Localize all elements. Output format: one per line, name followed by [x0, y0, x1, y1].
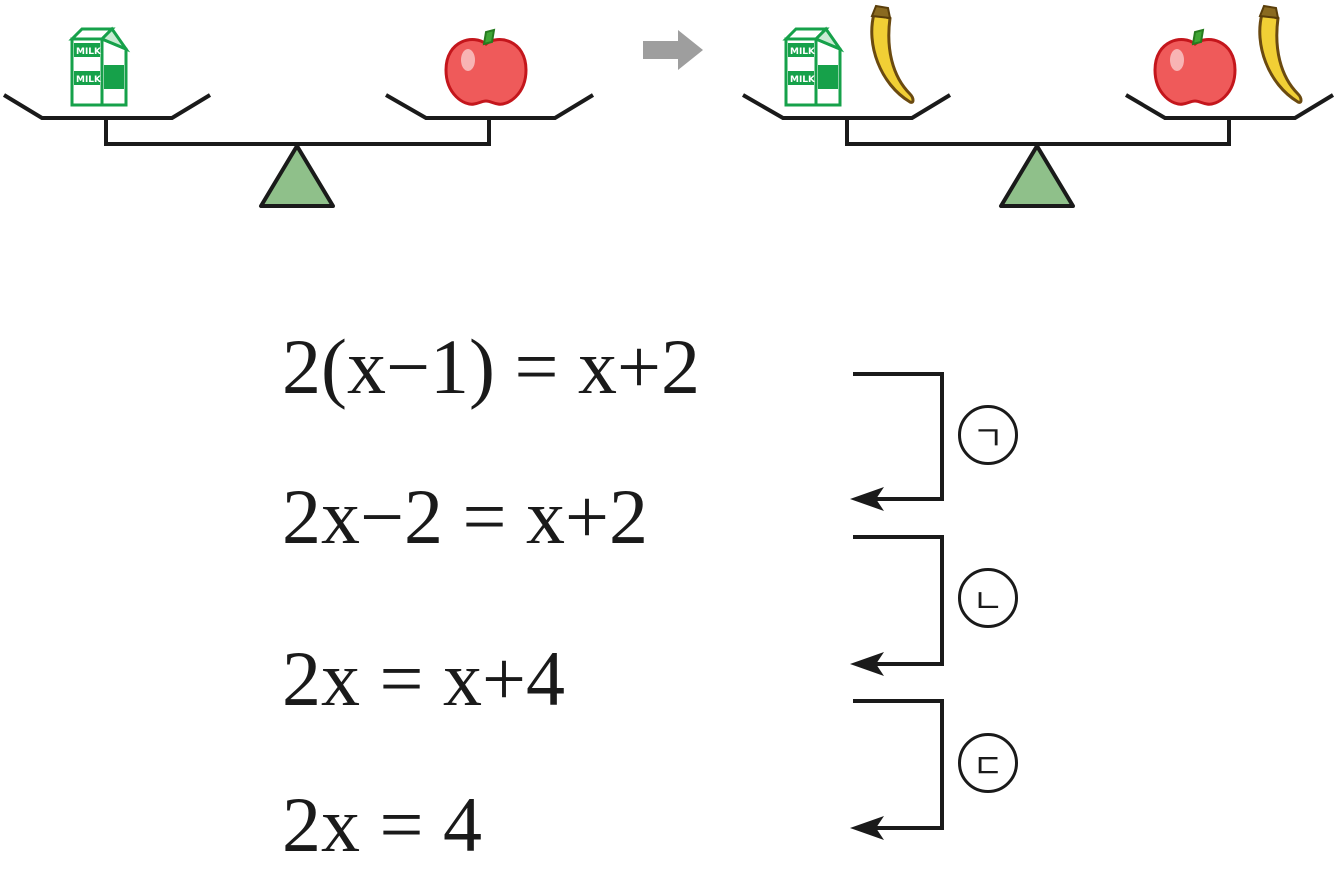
- equals-sign: =: [360, 635, 443, 722]
- equals-sign: =: [443, 473, 526, 560]
- scale-after: MILK MILK: [742, 4, 1335, 208]
- equation-rhs: x+2: [526, 473, 648, 560]
- equation-rhs: x+2: [577, 323, 700, 410]
- banana-icon: [1258, 4, 1303, 104]
- equation-3: 2x = x+4: [282, 640, 565, 718]
- step-connector-1: [850, 372, 944, 511]
- milk-label: MILK: [76, 47, 102, 57]
- pan-right-before: [385, 93, 595, 120]
- right-arrow-icon: [643, 30, 703, 70]
- banana-icon: [870, 4, 915, 104]
- beam-after: [845, 118, 1231, 146]
- arrowhead-icon: [850, 652, 884, 676]
- milk-label: MILK: [790, 75, 816, 85]
- equation-4: 2x = 4: [282, 786, 482, 864]
- equation-rhs: x+4: [443, 635, 565, 722]
- milk-carton-icon: MILK MILK: [782, 26, 845, 107]
- arrowhead-icon: [850, 816, 884, 840]
- fulcrum-before: [259, 144, 335, 208]
- fulcrum-after: [999, 144, 1075, 208]
- scale-before: MILK MILK: [2, 26, 595, 208]
- arrowhead-icon: [850, 487, 884, 511]
- pan-right-after: [1124, 93, 1335, 120]
- apple-icon: [1153, 28, 1237, 106]
- milk-label: MILK: [790, 47, 816, 57]
- milk-carton-icon: MILK MILK: [68, 26, 131, 107]
- equals-sign: =: [494, 323, 578, 410]
- equation-1: 2(x−1) = x+2: [282, 328, 700, 406]
- beam-before: [104, 118, 491, 146]
- equation-rhs: 4: [443, 781, 482, 868]
- equation-lhs: 2x: [282, 781, 360, 868]
- equation-lhs: 2(x−1): [282, 323, 495, 410]
- step-label-2: ㄴ: [958, 568, 1018, 628]
- step-connector-2: [850, 535, 944, 676]
- apple-icon: [444, 28, 528, 106]
- equation-lhs: 2x−2: [282, 473, 443, 560]
- milk-label: MILK: [76, 75, 102, 85]
- equals-sign: =: [360, 781, 443, 868]
- pan-left-after: [742, 93, 952, 120]
- equation-2: 2x−2 = x+2: [282, 478, 648, 556]
- step-label-1: ㄱ: [958, 405, 1018, 465]
- step-label-3: ㄷ: [958, 733, 1018, 793]
- step-connector-3: [850, 699, 944, 840]
- pan-left-before: [2, 93, 212, 120]
- equation-lhs: 2x: [282, 635, 360, 722]
